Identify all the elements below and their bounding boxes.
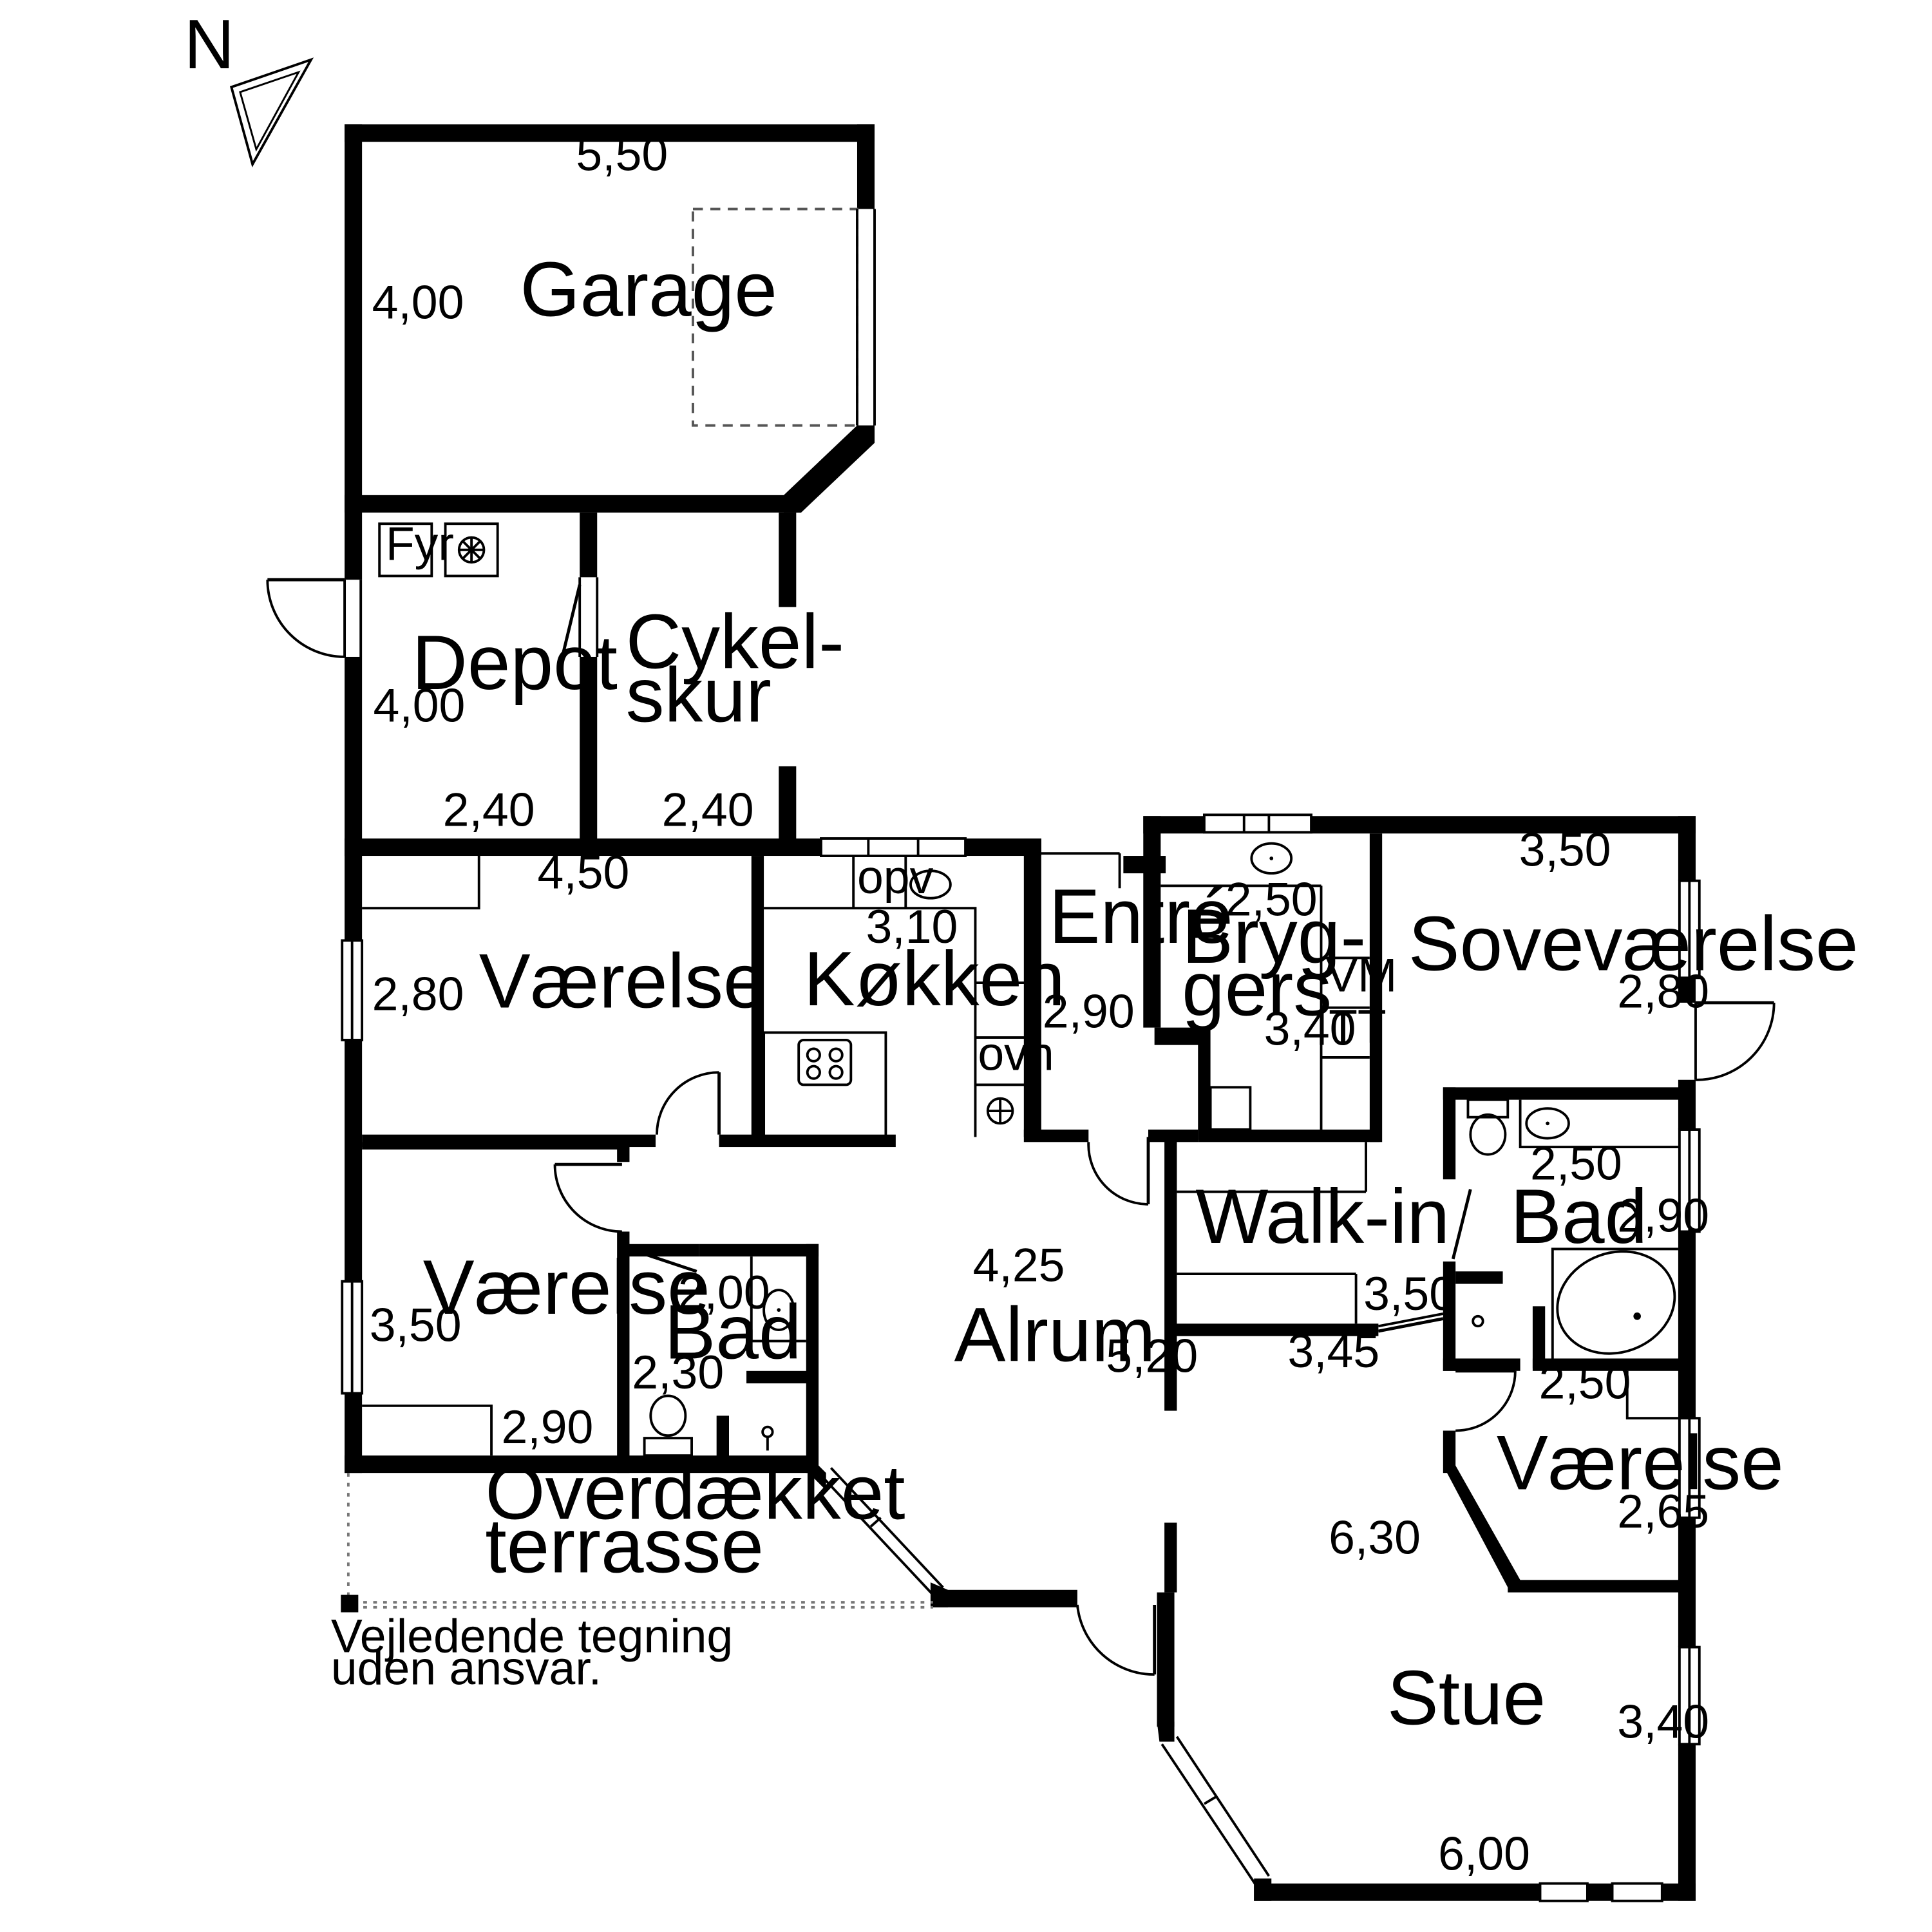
room-vaerelse-1: Værelse [479, 939, 766, 1025]
north-label: N [184, 5, 234, 83]
bad1-fixtures [643, 1256, 806, 1457]
dim-vaerelse2-w: 2,90 [501, 1401, 593, 1454]
dim-walkin-w: 3,50 [1363, 1267, 1455, 1320]
dim-vaerelse3-w: 2,50 [1539, 1356, 1631, 1408]
dim-vaerelse1-w: 4,50 [538, 846, 630, 898]
doors[interactable] [553, 852, 1776, 1676]
garage-door-opening [692, 207, 858, 427]
room-bryggers-2: gers [1182, 946, 1332, 1032]
dim-sove-h: 2,80 [1617, 965, 1709, 1018]
room-garage: Garage [520, 247, 777, 333]
north-arrow-icon [229, 57, 314, 168]
dim-stue-w2: 6,00 [1438, 1827, 1530, 1880]
bad2-fixtures [1466, 1098, 1678, 1359]
stue-bay-window [1157, 1721, 1272, 1901]
walkin-shelves [1177, 1142, 1367, 1324]
depot-door[interactable] [266, 578, 365, 658]
room-sovevaerelse: Soveværelse [1408, 902, 1859, 987]
vm-label: VM [1326, 949, 1397, 1002]
dimension-labels: 5,50 4,00 4,00 2,40 2,40 4,50 2,80 3,10 … [370, 128, 1709, 1880]
dim-depot-w: 2,40 [443, 784, 535, 837]
dim-vaerelse3-h: 2,65 [1617, 1485, 1709, 1538]
room-walkin: Walk-in [1195, 1174, 1450, 1260]
dim-garage-w: 5,50 [576, 128, 668, 181]
dim-walkin-w2: 3,45 [1287, 1325, 1379, 1378]
room-stue: Stue [1387, 1655, 1546, 1741]
dim-bad2-w: 2,50 [1530, 1137, 1622, 1189]
room-terrasse-1: Overdækket [485, 1450, 905, 1536]
fan-icon [986, 1097, 1014, 1125]
bryggers-fixtures: VM TT [1160, 842, 1397, 1131]
dim-bryg-w: 2,50 [1226, 873, 1318, 926]
room-entre: Entré [1048, 874, 1233, 960]
cooktop-icon [797, 1039, 853, 1086]
dim-alrum-w: 4,25 [973, 1239, 1065, 1292]
dim-bad1-h: 2,30 [632, 1346, 724, 1399]
dim-stue-w: 6,30 [1329, 1511, 1421, 1564]
dim-sove-w: 3,50 [1519, 823, 1611, 876]
dim-depot-h: 4,00 [374, 679, 466, 732]
heat-pump-icon [444, 522, 499, 578]
room-alrum: Alrum [954, 1292, 1156, 1378]
room-bad-2: Bad [1510, 1174, 1647, 1260]
dim-vaerelse1-h: 2,80 [372, 968, 464, 1021]
room-cykelskur-1: Cykel- [626, 599, 844, 685]
disclaimer-line-2: uden ansvar. [331, 1642, 601, 1695]
tt-label: TT [1329, 1000, 1387, 1053]
windows [341, 813, 1701, 1902]
dim-bad2-h: 2,90 [1617, 1189, 1709, 1242]
ovn-label: ovn [978, 1027, 1054, 1080]
interior-walls [362, 833, 1687, 1593]
dim-alrum-h: 5,20 [1106, 1330, 1198, 1383]
room-depot: Depot [412, 620, 618, 706]
room-cykelskur-2: skur [626, 652, 772, 738]
room-vaerelse-3: Værelse [1497, 1420, 1784, 1506]
room-labels: Garage Depot Cykel- skur Værelse Køkken … [412, 247, 1858, 1741]
dim-entre-h: 2,90 [1043, 985, 1135, 1038]
dim-garage-h: 4,00 [372, 276, 464, 329]
room-koekken: Køkken [804, 936, 1065, 1022]
room-bad-1: Bad [665, 1289, 802, 1375]
dim-bad1-w: 2,00 [678, 1266, 770, 1319]
room-vaerelse-2: Værelse [423, 1245, 710, 1331]
cykelskur-door[interactable] [560, 577, 600, 658]
room-terrasse-2: terrasse [485, 1504, 764, 1589]
dim-bryg-h: 3,40 [1264, 1003, 1356, 1056]
dim-cykel-w: 2,40 [662, 784, 754, 837]
garage-walls [345, 124, 875, 841]
disclaimer-line-1: Vejledende tegning [331, 1609, 733, 1662]
opv-label: opv [857, 851, 934, 904]
dim-stue-h: 3,40 [1617, 1696, 1709, 1748]
dim-vaerelse2-h: 3,50 [370, 1298, 462, 1351]
room-bryggers-1: Bryg- [1182, 894, 1366, 980]
fyr-box: Fyr [378, 517, 454, 578]
vaerelse-closets [362, 856, 1678, 1456]
dim-koekken-w: 3,10 [866, 900, 958, 953]
terrace-outline [341, 1473, 933, 1613]
fyr-label: Fyr [386, 517, 454, 570]
kitchen-fixtures: opv ovn [762, 851, 1054, 1139]
